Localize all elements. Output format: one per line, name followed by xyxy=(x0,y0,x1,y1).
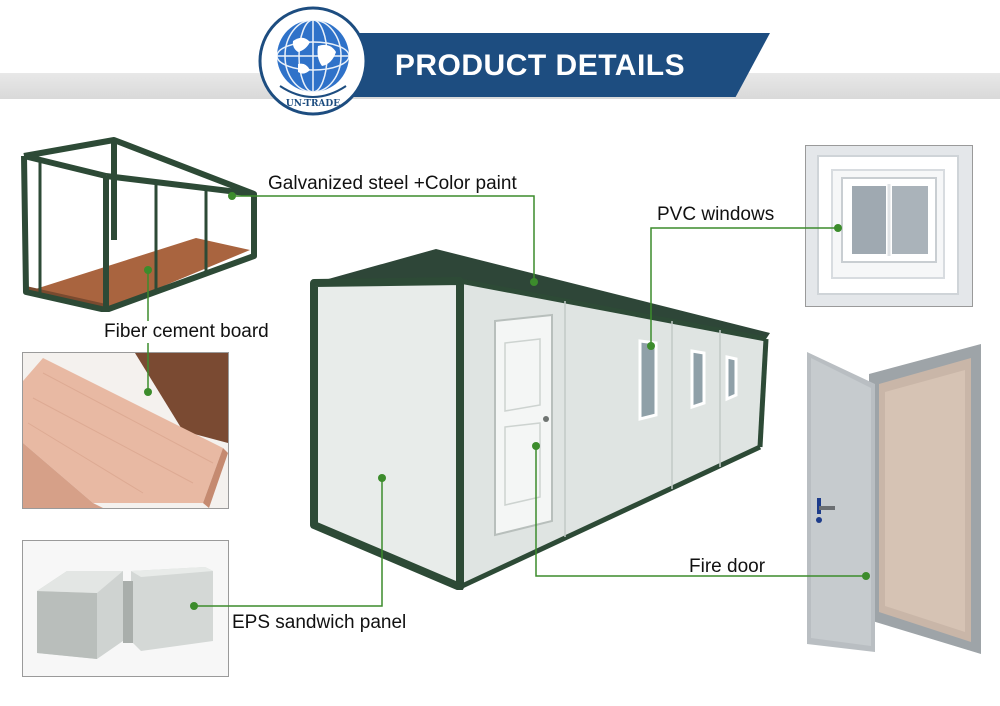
label-galvanized-steel: Galvanized steel +Color paint xyxy=(268,173,517,194)
page-title: PRODUCT DETAILS xyxy=(394,49,686,82)
label-fire-door: Fire door xyxy=(689,556,766,577)
steel-frame-photo xyxy=(18,132,258,312)
label-pvc-windows: PVC windows xyxy=(657,204,775,225)
logo-text: UN-TRADE xyxy=(286,99,340,109)
company-logo: UN-TRADE xyxy=(258,6,368,116)
pvc-window-photo xyxy=(805,145,973,307)
label-fiber-cement-board: Fiber cement board xyxy=(102,321,271,343)
label-eps-sandwich-panel: EPS sandwich panel xyxy=(232,612,407,633)
fire-door-photo xyxy=(805,340,985,660)
fiber-cement-board-photo xyxy=(22,352,229,509)
title-banner xyxy=(340,33,770,97)
